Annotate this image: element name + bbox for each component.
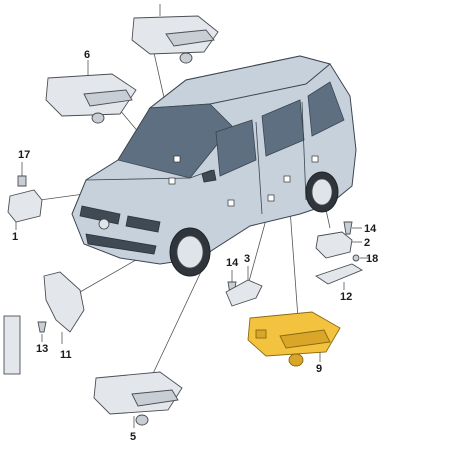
part-3-sensor: 14 3: [225, 253, 263, 307]
nut-18: [352, 254, 360, 262]
vehicle: [71, 55, 357, 277]
regulator-connector: [255, 329, 267, 339]
callout-6: 6: [84, 49, 90, 61]
callout-3: 3: [244, 253, 250, 265]
side-mirror: [201, 169, 217, 183]
part-11-bracket: 11 13: [3, 271, 85, 375]
hotspot: [173, 155, 181, 163]
front-door-window: [215, 119, 257, 177]
regulator-gear: [91, 112, 105, 124]
hotspot: [168, 177, 176, 185]
headlight-left: [79, 205, 121, 225]
regulator-motor-highlighted: [279, 329, 331, 349]
callout-18: 18: [366, 253, 378, 265]
front-bumper-grille: [85, 233, 157, 255]
regulator-motor: [131, 389, 179, 407]
bracket-12: [314, 263, 363, 285]
part-9-window-regulator-highlighted[interactable]: 9: [247, 311, 341, 375]
callout-14-right: 14: [364, 223, 377, 235]
bracket-11: [43, 271, 85, 333]
part-window-regulator-top: [131, 4, 219, 64]
callout-1: 1: [12, 231, 18, 243]
rear-quarter-window: [307, 81, 345, 137]
front-rim: [176, 235, 204, 269]
regulator-motor: [83, 89, 133, 107]
hotspot: [283, 175, 291, 183]
part-edge: [3, 315, 21, 375]
module-2: [315, 231, 353, 259]
hood-line: [85, 169, 213, 181]
callout-11: 11: [60, 349, 72, 361]
part-5-window-regulator: 5: [93, 371, 183, 443]
part-1-control-unit: 17 1: [7, 149, 43, 243]
hotspot: [311, 155, 319, 163]
callout-13: 13: [36, 343, 48, 355]
screw-13: [37, 321, 47, 333]
callout-5: 5: [130, 431, 136, 443]
callout-17: 17: [18, 149, 30, 161]
rear-rim: [311, 178, 333, 206]
hotspot: [267, 194, 275, 202]
vehicle-badge: [98, 218, 110, 230]
vehicle-windshield: [117, 103, 233, 179]
callout-9: 9: [316, 363, 322, 375]
control-unit-1: [7, 189, 43, 223]
hotspot: [227, 199, 235, 207]
sensor-3: [225, 279, 263, 307]
callout-14-left: 14: [226, 257, 239, 269]
regulator-gear: [135, 414, 149, 426]
part-2-module: 14 2 18 12: [314, 221, 378, 303]
callout-2: 2: [364, 237, 370, 249]
screw-17: [17, 175, 27, 187]
regulator-motor: [165, 29, 215, 47]
screw-14-right: [343, 221, 353, 235]
rear-door-window: [261, 99, 305, 157]
regulator-gear-highlighted: [288, 353, 304, 367]
headlight-right: [125, 215, 161, 233]
door-seams: [255, 101, 307, 215]
callout-12: 12: [340, 291, 352, 303]
regulator-gear: [179, 52, 193, 64]
part-6-window-regulator: 6: [45, 49, 137, 124]
